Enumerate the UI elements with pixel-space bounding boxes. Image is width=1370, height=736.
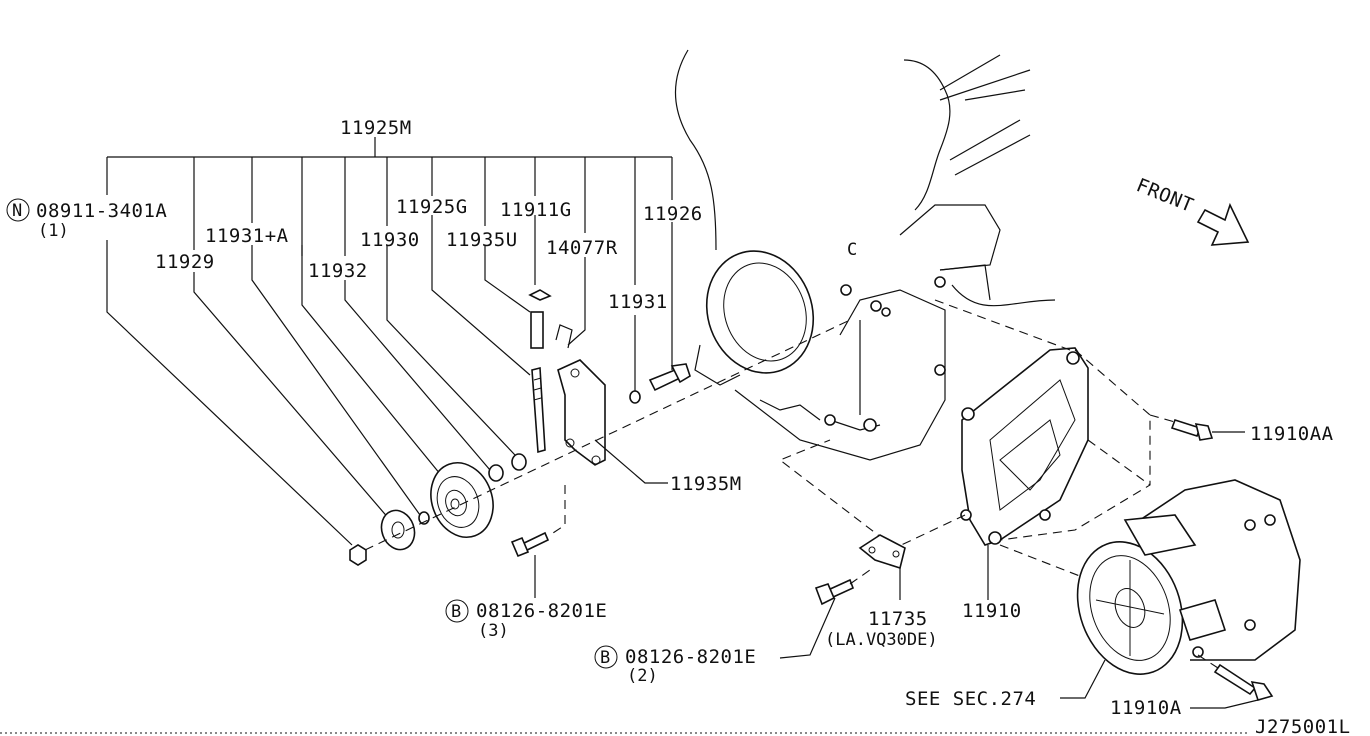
label-11925m: 11925M xyxy=(340,117,412,139)
label-11910aa: 11910AA xyxy=(1250,423,1334,445)
ac-compressor xyxy=(1076,479,1301,701)
b-symbol-letter: B xyxy=(451,602,461,622)
label-08126-8201e-2: 08126-8201E xyxy=(625,646,756,668)
label-14077r: 14077R xyxy=(546,237,618,259)
label-11935u: 11935U xyxy=(446,229,518,251)
label-11911g: 11911G xyxy=(500,199,572,221)
label-11931-a: 11931+A xyxy=(205,225,289,247)
label-11935m: 11935M xyxy=(670,473,742,495)
n-symbol-letter: N xyxy=(12,201,22,221)
drawing-id: J275001L xyxy=(1255,716,1351,736)
label-08911-3401a: 08911-3401A xyxy=(36,200,167,222)
engine-block-outline xyxy=(674,49,1056,461)
label-11910: 11910 xyxy=(962,600,1022,622)
label-11930: 11930 xyxy=(360,229,420,251)
label-08126-qty-2: (2) xyxy=(627,666,658,686)
idler-assembly-parts xyxy=(349,289,851,566)
label-08126-8201e-3: 08126-8201E xyxy=(476,600,607,622)
label-08911-qty: (1) xyxy=(38,221,69,241)
label-11910a: 11910A xyxy=(1110,697,1182,719)
label-11735: 11735 xyxy=(868,608,928,630)
label-c-mark: C xyxy=(847,240,857,260)
n-symbol-icon xyxy=(6,198,30,222)
label-11925g: 11925G xyxy=(396,196,468,218)
label-front: FRONT xyxy=(1133,174,1197,217)
label-11926: 11926 xyxy=(643,203,703,225)
label-11932: 11932 xyxy=(308,260,368,282)
label-11931: 11931 xyxy=(608,291,668,313)
label-11929: 11929 xyxy=(155,251,215,273)
compressor-bracket xyxy=(778,299,1214,581)
b-symbol-icon xyxy=(445,599,469,623)
label-08126-qty-3: (3) xyxy=(478,621,509,641)
label-11735-note: (LA.VQ30DE) xyxy=(825,630,938,650)
callout-tree xyxy=(106,137,673,546)
b-symbol-icon-2 xyxy=(594,645,618,669)
b-symbol-letter-2: B xyxy=(600,648,610,668)
label-see-sec-274: SEE SEC.274 xyxy=(905,688,1036,710)
bracket-11735 xyxy=(814,534,906,606)
front-arrow xyxy=(1196,202,1250,246)
